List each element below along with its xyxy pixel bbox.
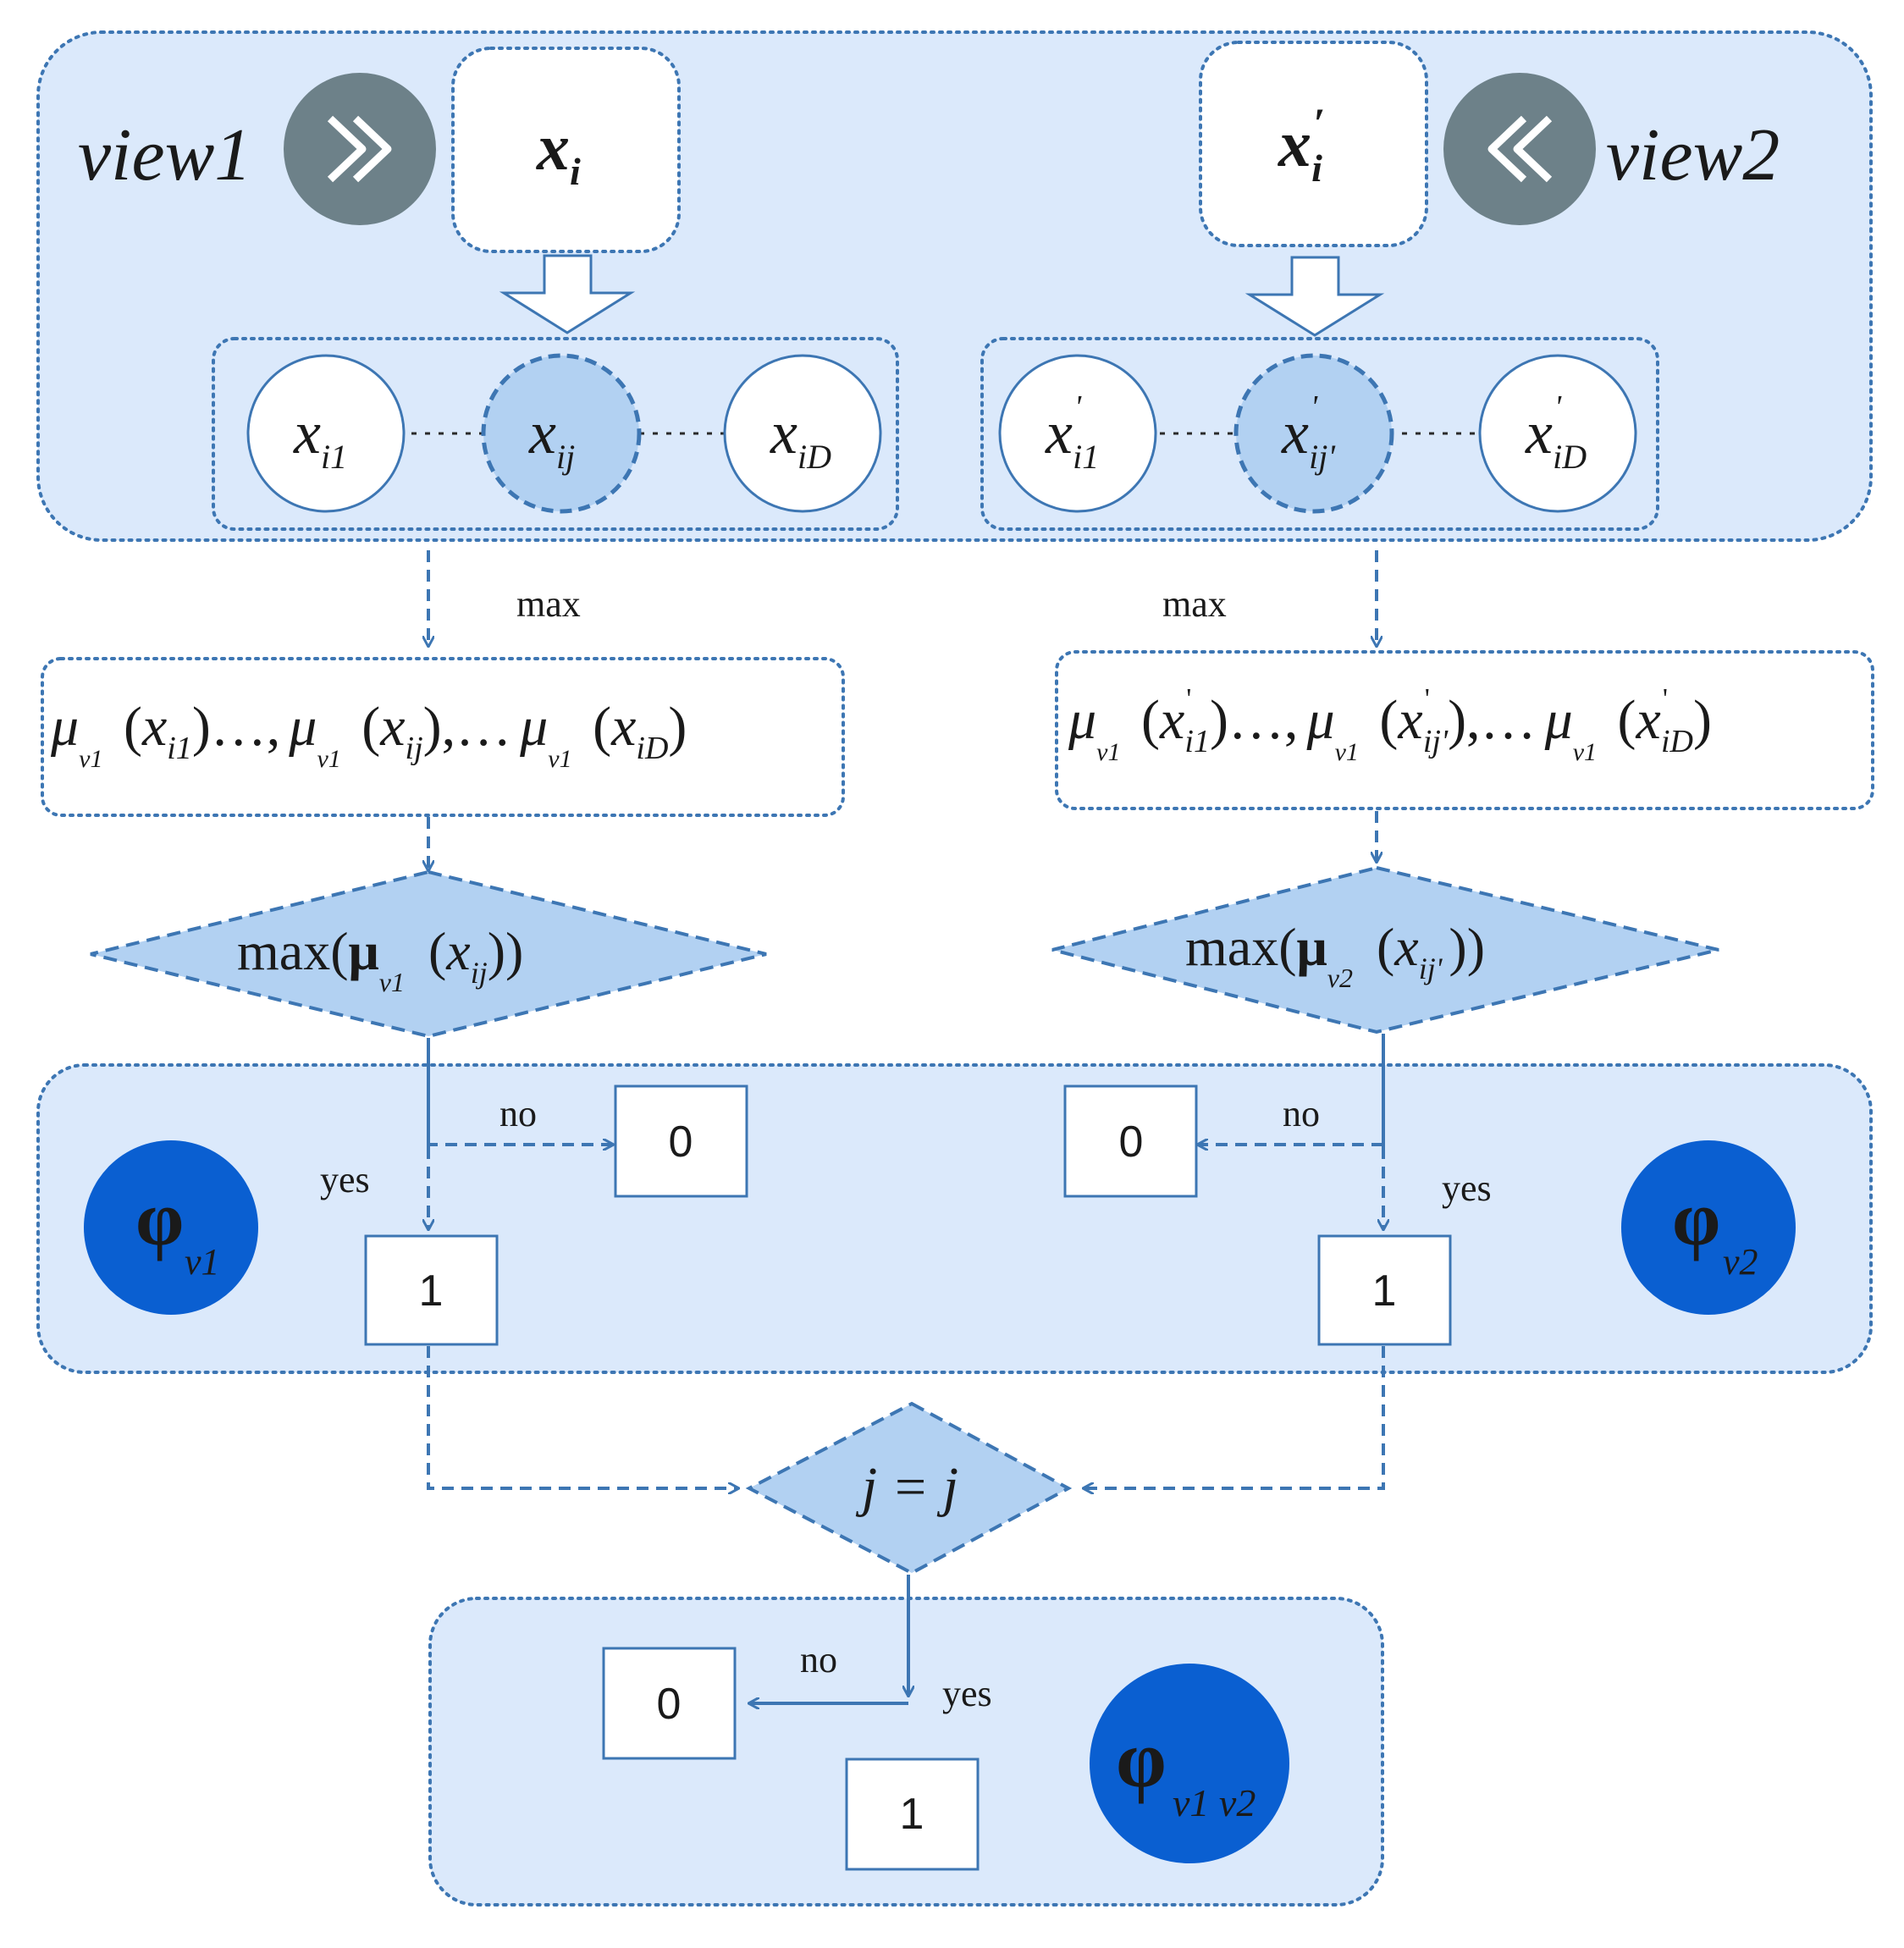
final-phi-sub: v1 v2 <box>1173 1781 1256 1824</box>
view2-node-label-1: x'i1 <box>1045 389 1099 476</box>
view1-node-label-2: xij <box>528 399 575 476</box>
view1-node-label-1: xi1 <box>293 399 347 476</box>
view2-node-1 <box>998 354 1157 513</box>
view1-zero-value: 0 <box>669 1117 693 1167</box>
view2-zero-box <box>1063 1084 1198 1198</box>
view2-phi-symbol: φ <box>1672 1175 1720 1261</box>
view1-node-1 <box>246 354 406 513</box>
view2-phi-circle: φ v2 <box>1621 1140 1796 1315</box>
final-phi-symbol: φ <box>1116 1713 1167 1804</box>
final-one-box <box>845 1758 980 1871</box>
view1-input-box <box>451 47 681 253</box>
final-yes-label: yes <box>942 1673 992 1714</box>
view2-phi-sub: v2 <box>1723 1241 1758 1283</box>
view1-zero-box <box>614 1084 748 1198</box>
view2-yes-label: yes <box>1442 1167 1492 1209</box>
final-zero-box <box>602 1647 737 1760</box>
double-chevron-right-icon <box>284 73 436 225</box>
compare-decision <box>745 1401 1073 1576</box>
view1-one-value: 1 <box>419 1266 444 1316</box>
view1-phi-circle: φ v1 <box>84 1140 258 1315</box>
view1-node-2 <box>481 353 642 514</box>
view1-yes-label: yes <box>320 1159 370 1200</box>
view1-to-compare-arrow <box>427 1346 738 1488</box>
compare-label: j = j <box>855 1456 958 1518</box>
view2-node-label-2: x'ij' <box>1281 389 1336 476</box>
view2-to-compare-arrow <box>1084 1346 1385 1488</box>
view2-hollow-arrow <box>1244 256 1385 337</box>
view2-max-decision <box>1051 865 1719 1035</box>
view2-membership-box <box>1055 650 1874 810</box>
view2-max-label: max <box>1162 583 1227 625</box>
view2-one-value: 1 <box>1372 1266 1397 1316</box>
view2-one-box <box>1317 1234 1452 1346</box>
view1-phi-sub: v1 <box>185 1241 220 1283</box>
view2-input-symbol: x′i <box>1278 99 1325 190</box>
view2-node-label-3: x'iD <box>1525 389 1587 476</box>
view1-node-label-3: xiD <box>770 399 831 476</box>
view2-membership-text: μv1 (x'i1)…,μv1 (x'ij'),…μv1 (x'iD) <box>1068 683 1712 766</box>
view1-max-decision <box>90 869 767 1039</box>
view2-no-label: no <box>1283 1093 1320 1134</box>
view1-label: view1 <box>78 114 251 196</box>
view1-phi-symbol: φ <box>135 1175 184 1261</box>
view2-input-box <box>1199 41 1428 247</box>
view2-membership-values: μv1 (x'i1)…,μv1 (x'ij'),…μv1 (x'iD) <box>1068 683 1712 766</box>
view2-decision-label: max(μv2 (xij')) <box>1185 917 1485 993</box>
final-one-value: 1 <box>900 1790 924 1839</box>
view1-one-box <box>364 1234 499 1346</box>
view1-hollow-arrow <box>499 254 636 334</box>
indicator-panel <box>36 1063 1873 1374</box>
final-zero-value: 0 <box>657 1680 682 1729</box>
view1-node-3 <box>723 354 882 513</box>
final-phi-circle: φ v1 v2 <box>1090 1664 1289 1863</box>
double-chevron-left-icon <box>1443 73 1596 225</box>
view2-zero-value: 0 <box>1119 1117 1144 1167</box>
view1-no-label: no <box>499 1093 537 1134</box>
view1-decision-label: max(μv1 (xij)) <box>237 921 523 997</box>
view1-no-arrow <box>427 1145 613 1147</box>
view2-node-2 <box>1233 353 1394 514</box>
view1-membership-box <box>41 657 845 817</box>
view1-input-symbol: xi <box>536 110 581 193</box>
view1-max-label: max <box>516 583 581 625</box>
view2-node-3 <box>1478 354 1637 513</box>
final-no-label: no <box>800 1639 837 1680</box>
view1-membership-text: μv1 (xi1)…,μv1 (xij),…μv1 (xiD) <box>50 696 687 773</box>
view1-membership-values: μv1 (xi1)…,μv1 (xij),…μv1 (xiD) <box>50 696 687 773</box>
view2-label: view2 <box>1606 114 1780 196</box>
